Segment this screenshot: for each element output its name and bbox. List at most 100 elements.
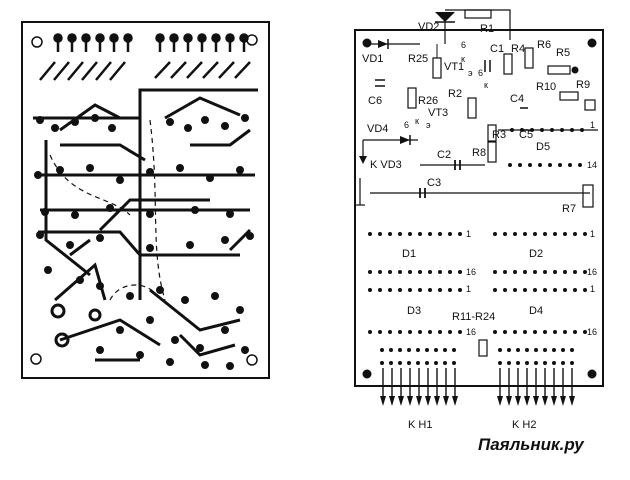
ic-pad <box>583 232 587 236</box>
ic-pad <box>508 163 512 167</box>
ic-pad <box>458 232 462 236</box>
ic-pad <box>563 288 567 292</box>
pcb-pad <box>116 326 124 334</box>
pcb-pad <box>71 118 79 126</box>
pcb-pad <box>236 166 244 174</box>
label-c6: C6 <box>368 95 382 107</box>
ic-pad <box>388 330 392 334</box>
pcb-pad <box>239 33 249 43</box>
ic-pad <box>550 128 554 132</box>
ic-pad <box>538 163 542 167</box>
ic-pad <box>533 232 537 236</box>
pcb-pad <box>96 234 104 242</box>
component-labels: VD2 R1 C1 R4 R6 R5 VD1 R25 VT1 R9 R10 R2… <box>362 21 597 454</box>
ic-pad <box>543 330 547 334</box>
ic-pad <box>408 270 412 274</box>
label-r1: R1 <box>480 23 494 35</box>
pin-1: 1 <box>466 284 471 294</box>
pcb-pad <box>211 33 221 43</box>
ic-pad <box>458 288 462 292</box>
ic-pad <box>523 232 527 236</box>
ic-pad <box>448 232 452 236</box>
ic-pad <box>583 270 587 274</box>
pin-k: к <box>415 116 419 126</box>
label-r5: R5 <box>556 47 570 59</box>
label-r26: R26 <box>418 95 438 107</box>
pcb-pad <box>221 122 229 130</box>
connector-arrow <box>416 396 422 406</box>
ic-pad <box>378 288 382 292</box>
ic-pad <box>583 330 587 334</box>
ic-pad <box>558 163 562 167</box>
pcb-pad <box>81 33 91 43</box>
ic-pad <box>513 270 517 274</box>
ic-pad <box>503 270 507 274</box>
pcb-pad <box>126 292 134 300</box>
pcb-pad <box>206 174 214 182</box>
pcb-pad <box>201 361 209 369</box>
pcb-pad <box>146 244 154 252</box>
label-c2: C2 <box>437 149 451 161</box>
ic-pad <box>380 361 384 365</box>
pcb-pad <box>109 33 119 43</box>
connector-arrow <box>506 396 512 406</box>
ic-pad <box>398 348 402 352</box>
ic-pad <box>523 288 527 292</box>
ic-pad <box>425 361 429 365</box>
label-r10: R10 <box>536 81 556 93</box>
ic-pad <box>573 288 577 292</box>
ic-pad <box>528 163 532 167</box>
ic-pad <box>525 361 529 365</box>
ic-pad <box>443 348 447 352</box>
ic-pad <box>533 330 537 334</box>
connector-arrow <box>389 396 395 406</box>
ic-pad <box>388 232 392 236</box>
ic-pad <box>388 288 392 292</box>
pcb-pad <box>146 210 154 218</box>
pcb-pad <box>156 286 164 294</box>
label-r9: R9 <box>576 79 590 91</box>
ic-pad <box>398 288 402 292</box>
ic-pad <box>570 361 574 365</box>
ic-pad <box>408 330 412 334</box>
pcb-pad <box>36 231 44 239</box>
ic-pad <box>507 361 511 365</box>
pcb-pad <box>136 351 144 359</box>
ic-pad <box>530 128 534 132</box>
ic-pad <box>507 348 511 352</box>
pin-e: э <box>468 68 473 78</box>
pcb-pad <box>197 33 207 43</box>
connector-arrow <box>515 396 521 406</box>
label-d4: D4 <box>529 305 543 317</box>
ic-pad <box>580 128 584 132</box>
label-k-h1: K H1 <box>408 419 432 431</box>
label-r2: R2 <box>448 88 462 100</box>
label-r8: R8 <box>472 147 486 159</box>
pin-k: к <box>461 54 465 64</box>
ic-pad <box>513 330 517 334</box>
ic-pad <box>398 270 402 274</box>
pcb-pad <box>183 33 193 43</box>
ic-pad <box>408 288 412 292</box>
ic-pad <box>533 270 537 274</box>
ic-pad <box>452 361 456 365</box>
pcb-pad <box>116 176 124 184</box>
pcb-pad <box>106 204 114 212</box>
pcb-pad <box>241 346 249 354</box>
pcb-pad <box>96 282 104 290</box>
ic-pad <box>428 232 432 236</box>
label-d3: D3 <box>407 305 421 317</box>
ic-pad <box>425 348 429 352</box>
ic-pad <box>583 288 587 292</box>
pin-6: 6 <box>461 40 466 50</box>
board-outline <box>354 29 604 387</box>
pcb-pad <box>71 211 79 219</box>
ic-pad <box>448 270 452 274</box>
ic-pad <box>553 270 557 274</box>
ic-pad <box>398 232 402 236</box>
pcb-pad <box>96 346 104 354</box>
ic-pad <box>448 288 452 292</box>
ic-pad <box>434 348 438 352</box>
pin-1: 1 <box>590 120 595 130</box>
